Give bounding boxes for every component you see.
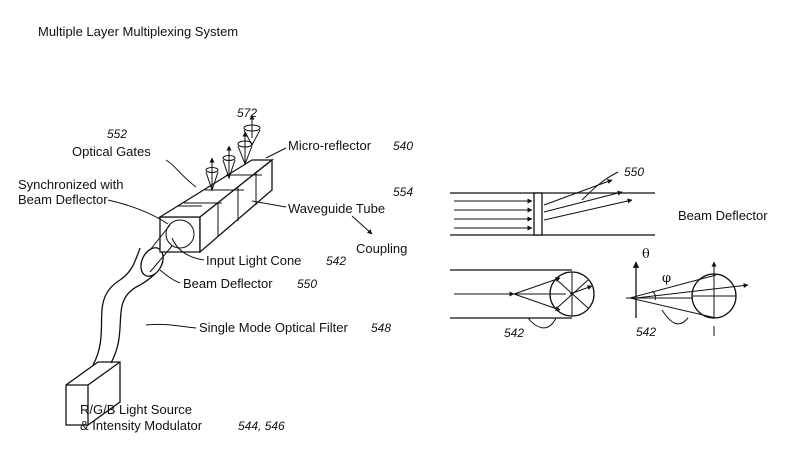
label-coupling: Coupling bbox=[356, 241, 407, 256]
label-ref-542: 542 bbox=[326, 254, 346, 268]
micro-reflector-cones bbox=[205, 114, 261, 192]
label-light-source-line2: & Intensity Modulator bbox=[80, 418, 203, 433]
label-ref-548: 548 bbox=[371, 321, 391, 335]
label-input-light-cone: Input Light Cone bbox=[206, 253, 301, 268]
right-theta-symbol: θ bbox=[642, 247, 650, 262]
angle-detail bbox=[626, 261, 749, 336]
label-ref-540: 540 bbox=[393, 139, 413, 153]
right-phi-symbol: φ bbox=[662, 271, 671, 286]
light-source-box bbox=[65, 361, 121, 426]
input-light-cone-circle bbox=[165, 219, 195, 249]
label-micro-reflector: Micro-reflector bbox=[288, 138, 372, 153]
right-ref-550: 550 bbox=[624, 165, 644, 179]
waveguide-tube bbox=[157, 158, 274, 254]
label-single-mode-filter: Single Mode Optical Filter bbox=[199, 320, 349, 335]
label-ref-550: 550 bbox=[297, 277, 317, 291]
right-ref-542-a: 542 bbox=[504, 326, 524, 340]
diagram-title: Multiple Layer Multiplexing System bbox=[38, 24, 238, 39]
label-synchronized-line2: Beam Deflector bbox=[18, 192, 108, 207]
cone-detail bbox=[450, 269, 595, 329]
label-ref-544-546: 544, 546 bbox=[238, 419, 285, 433]
right-beam-deflector-label: Beam Deflector bbox=[678, 208, 768, 223]
label-optical-gates: Optical Gates bbox=[72, 144, 151, 159]
label-ref-554: 554 bbox=[393, 185, 413, 199]
label-waveguide-tube: Waveguide Tube bbox=[288, 201, 385, 216]
label-synchronized-line1: Synchronized with bbox=[18, 177, 124, 192]
deflector-detail bbox=[450, 171, 655, 236]
beam-deflector-ellipse bbox=[140, 247, 164, 277]
label-light-source-line1: R/G/B Light Source bbox=[80, 402, 192, 417]
leader-lines bbox=[107, 147, 373, 329]
label-ref-572: 572 bbox=[237, 106, 257, 120]
right-ref-542-b: 542 bbox=[636, 325, 656, 339]
label-beam-deflector: Beam Deflector bbox=[183, 276, 273, 291]
label-ref-552: 552 bbox=[107, 127, 127, 141]
